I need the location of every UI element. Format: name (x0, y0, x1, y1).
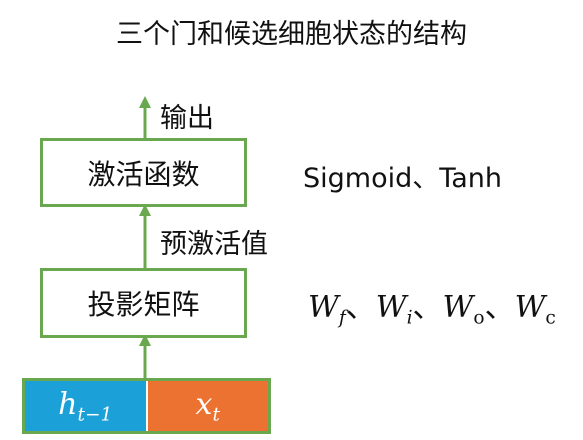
h-prev-cell: ht−1 (25, 381, 146, 431)
input-vector: ht−1 xt (22, 378, 271, 434)
weight-separator: 、 (412, 290, 443, 325)
activation-functions-label: Sigmoid、Tanh (303, 163, 503, 194)
projection-box-label: 投影矩阵 (87, 288, 200, 321)
weight-o: Wo (442, 290, 485, 329)
weight-c: Wc (514, 290, 556, 329)
input-divider (145, 381, 148, 431)
projection-box: 投影矩阵 (40, 268, 247, 338)
weight-separator: 、 (484, 290, 515, 325)
pre-activation-label: 预激活值 (160, 229, 268, 260)
output-label: 输出 (160, 103, 214, 134)
weight-matrices: Wf、Wi、Wo、Wc (308, 282, 556, 329)
weight-separator: 、 (345, 290, 376, 325)
x-t-cell: xt (147, 381, 268, 431)
activation-box: 激活函数 (40, 138, 247, 207)
activation-box-label: 激活函数 (87, 157, 200, 191)
weight-i: Wi (375, 290, 413, 329)
weight-f: Wf (308, 290, 346, 329)
diagram-title: 三个门和候选细胞状态的结构 (116, 19, 467, 50)
